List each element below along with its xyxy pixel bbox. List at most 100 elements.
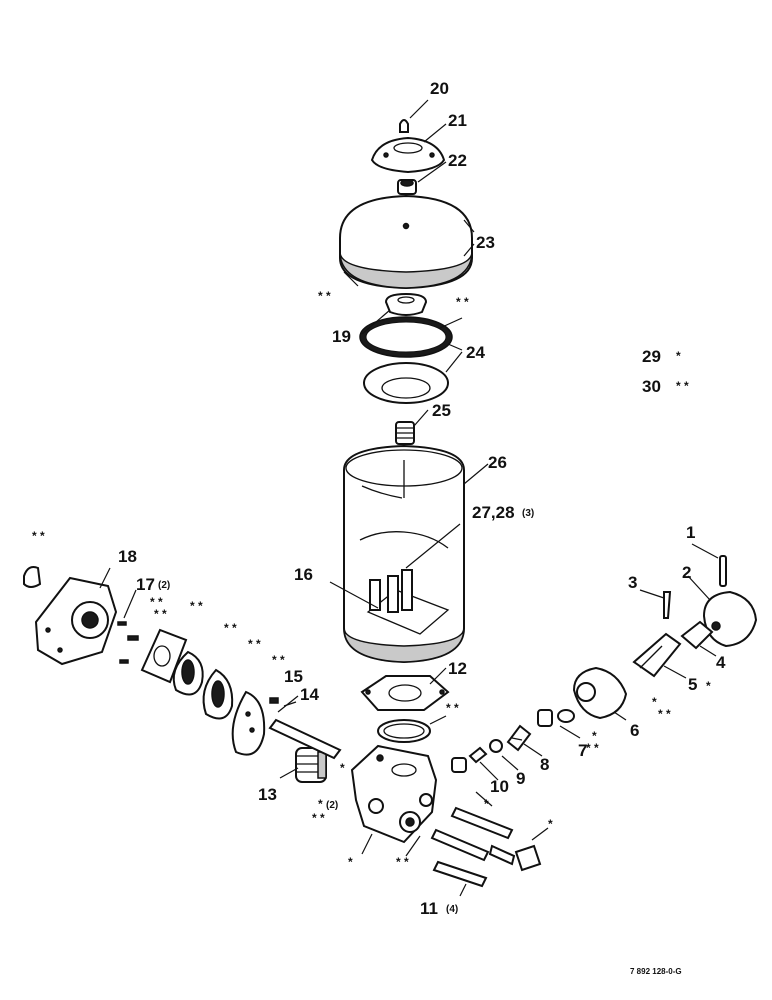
part-5-shaft <box>632 632 682 678</box>
part-7-ring <box>557 709 575 723</box>
part-3-pin <box>663 591 672 619</box>
label-27-28: 27,28 <box>472 503 515 522</box>
mark-single-5b: * <box>706 679 711 693</box>
label-7: 7 <box>578 741 587 760</box>
mark-single-nut: * <box>548 817 553 831</box>
label-5: 5 <box>688 675 697 694</box>
label-17-qty: (2) <box>158 580 170 591</box>
mark-double-body: * * <box>396 855 409 869</box>
mark-single-body: * <box>348 855 353 869</box>
mark-single-7: * <box>592 729 597 743</box>
mark-double-plate-2: * * <box>224 621 237 635</box>
part-20-pin <box>399 119 409 133</box>
label-3: 3 <box>628 573 637 592</box>
part-29-cap <box>23 566 42 588</box>
label-26: 26 <box>488 453 507 472</box>
plate-2 <box>172 650 204 696</box>
label-25: 25 <box>432 401 451 420</box>
part-9-ball <box>489 739 503 753</box>
part-10-valve <box>468 746 488 764</box>
label-16: 16 <box>294 565 313 584</box>
mark-single-fitting: * <box>484 797 489 811</box>
nut <box>514 844 542 872</box>
legend-mark-29: * <box>676 349 681 363</box>
label-23: 23 <box>476 233 495 252</box>
mark-double-plate-3: * * <box>248 637 261 651</box>
part-19-plug <box>384 292 428 316</box>
part-12-gasket <box>360 675 450 711</box>
part-14-shaft <box>268 718 342 760</box>
part-23-lid <box>339 194 473 290</box>
part-12-o-ring <box>377 719 431 743</box>
leader-lines <box>99 99 719 897</box>
label-21: 21 <box>448 111 467 130</box>
label-19: 19 <box>332 327 351 346</box>
part-13-gear <box>295 747 327 783</box>
label-11: 11 <box>420 899 438 918</box>
label-9: 9 <box>516 769 525 788</box>
mark-double-plate-1: * * <box>190 599 203 613</box>
part-25-spring <box>395 421 415 445</box>
label-12: 12 <box>448 659 467 678</box>
part-11-bolt-2 <box>430 828 490 862</box>
label-14: 14 <box>300 685 319 704</box>
fitting <box>451 757 467 773</box>
legend-mark-30: * * <box>676 379 689 393</box>
part-15-key <box>269 697 279 704</box>
label-22: 22 <box>448 151 467 170</box>
mark-double-o-ring: * * <box>446 701 459 715</box>
mark-qty-2: (2) <box>326 800 338 811</box>
mark-double-gasket: * * <box>456 295 469 309</box>
mark-double-17a: * * <box>150 595 163 609</box>
mark-double-5: * * <box>658 707 671 721</box>
mark-double-plate-4: * * <box>272 653 285 667</box>
mark-single-body-dot: * <box>340 761 345 775</box>
label-18: 18 <box>118 547 137 566</box>
reference-code: 7 892 128-0-G <box>630 967 682 976</box>
plate-3 <box>202 668 234 720</box>
mark-single-5: * <box>652 695 657 709</box>
mark-double-cap: * * <box>32 529 45 543</box>
pump-body <box>350 744 438 844</box>
part-6-valve-cap <box>572 666 628 720</box>
part-11-bolt-4 <box>488 844 516 866</box>
part-24-gasket <box>359 316 453 358</box>
part-18-cover <box>34 576 118 666</box>
label-6: 6 <box>630 721 639 740</box>
part-4-bushing <box>680 620 714 650</box>
label-17: 17 <box>136 575 155 594</box>
part-21-cap <box>370 136 446 174</box>
mark-double-7a: * * <box>586 741 599 755</box>
part-2-knob <box>702 590 758 648</box>
legend-item-30: 30 <box>642 377 661 396</box>
legend: 29 * 30 * * <box>642 347 689 396</box>
part-26-housing <box>343 444 465 664</box>
label-1: 1 <box>686 523 695 542</box>
mark-double-pin: * * <box>312 811 325 825</box>
mark-double-lid: * * <box>318 289 331 303</box>
plate-1 <box>140 628 188 684</box>
label-24: 24 <box>466 343 485 362</box>
part-11-bolt-3 <box>432 860 488 888</box>
plate-4 <box>231 690 266 756</box>
label-10: 10 <box>490 777 509 796</box>
label-13: 13 <box>258 785 277 804</box>
label-27-28-qty: (3) <box>522 508 534 519</box>
part-8-spring <box>506 724 532 752</box>
part-7-seat <box>537 709 553 727</box>
part-1-pin <box>719 555 727 587</box>
part-11-bolt-1 <box>450 806 514 840</box>
label-8: 8 <box>540 755 549 774</box>
part-17-pins <box>117 621 139 664</box>
mark-double-17b: * * <box>154 607 167 621</box>
label-4: 4 <box>716 653 726 672</box>
label-11-qty: (4) <box>446 904 458 915</box>
part-22-nut <box>397 179 417 195</box>
label-15: 15 <box>284 667 303 686</box>
part-24-plate <box>363 362 449 404</box>
label-20: 20 <box>430 79 449 98</box>
mark-single-pin: * <box>318 797 323 811</box>
label-2: 2 <box>682 563 691 582</box>
